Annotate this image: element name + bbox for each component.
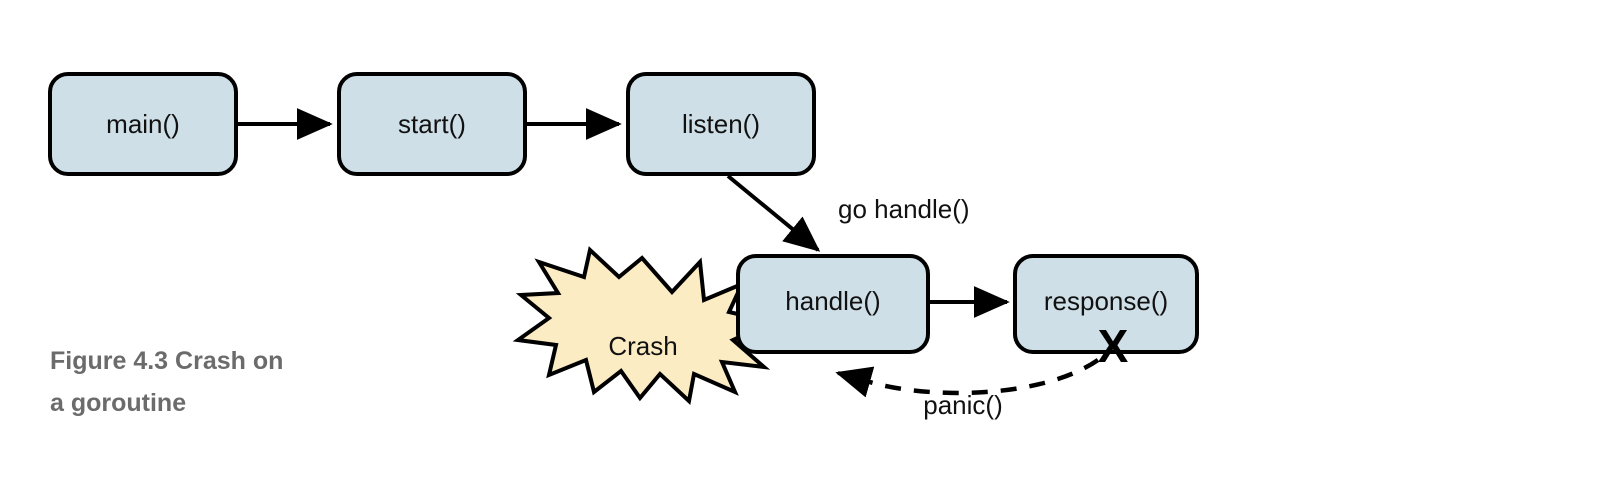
edge-response-handle-arrowhead: [835, 366, 875, 398]
node-response-shape: [1013, 254, 1199, 354]
failure-x-icon: X: [1098, 320, 1129, 372]
node-main-label: main(): [106, 109, 180, 139]
node-listen[interactable]: listen(): [626, 72, 816, 176]
edge-response-handle-label: panic(): [923, 390, 1002, 420]
node-handle-label: handle(): [785, 286, 880, 316]
node-start-shape: [337, 72, 527, 176]
node-handle[interactable]: handle(): [736, 254, 930, 354]
node-listen-label: listen(): [682, 109, 760, 139]
figure-caption-line1: Figure 4.3 Crash on: [50, 347, 283, 375]
crash-burst-shape: [512, 246, 779, 405]
crash-burst: Crash: [512, 246, 779, 405]
crash-burst-label: Crash: [608, 331, 677, 361]
figure-caption-line2: a goroutine: [50, 389, 186, 417]
node-start[interactable]: start(): [337, 72, 527, 176]
node-response-label: response(): [1044, 286, 1168, 316]
edge-response-handle: [859, 358, 1100, 396]
edge-listen-handle-label: go handle(): [838, 194, 970, 224]
edge-listen-handle: [726, 174, 821, 252]
node-handle-shape: [736, 254, 930, 354]
node-response[interactable]: response(): [1013, 254, 1199, 354]
node-main-shape: [48, 72, 238, 176]
node-listen-shape: [626, 72, 816, 176]
node-start-label: start(): [398, 109, 466, 139]
node-main[interactable]: main(): [48, 72, 238, 176]
figure-caption: Figure 4.3 Crash on a goroutine: [50, 347, 283, 417]
